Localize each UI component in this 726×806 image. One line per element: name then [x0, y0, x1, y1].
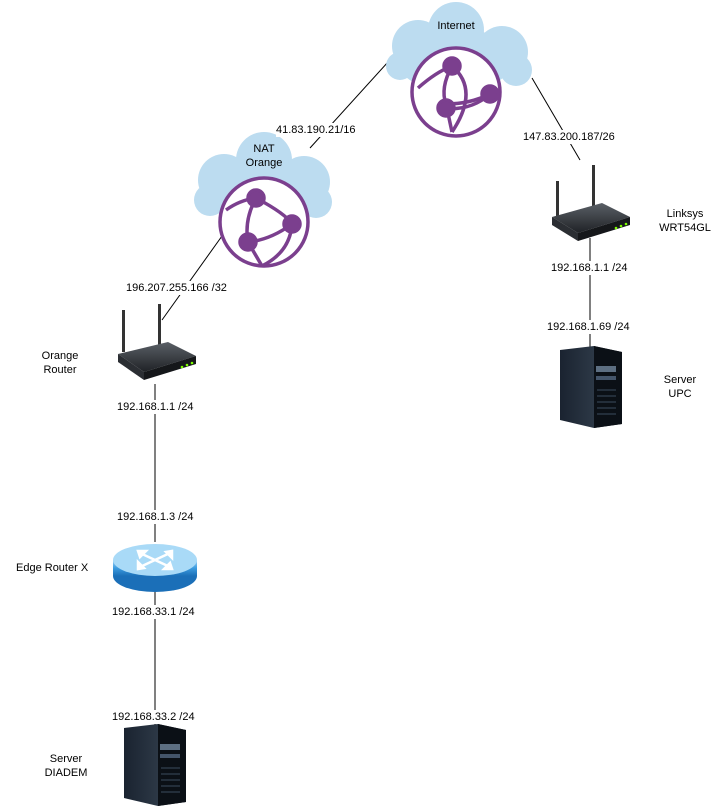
globe-network-icon	[218, 176, 310, 268]
ip-upc: 192.168.1.69 /24	[547, 320, 630, 334]
ip-edge-wan: 192.168.1.3 /24	[117, 510, 194, 524]
ip-nat-internet: 41.83.190.21/16	[276, 123, 356, 137]
globe-network-icon	[410, 46, 502, 138]
ip-orange-lan: 192.168.1.1 /24	[117, 400, 194, 414]
wireless-router-icon	[118, 304, 196, 380]
linksys-line2: WRT54GL	[659, 222, 711, 234]
link-internet-linksys	[531, 77, 581, 161]
server-upc-label: Server UPC	[650, 373, 710, 401]
server-diadem-label: Server DIADEM	[34, 752, 98, 780]
linksys-label: Linksys WRT54GL	[652, 207, 718, 235]
linksys-line1: Linksys	[666, 208, 704, 220]
edge-router-device	[113, 544, 197, 592]
ip-diadem: 192.168.33.2 /24	[112, 710, 195, 724]
server-upc-line1: Server	[663, 374, 697, 386]
internet-cloud	[386, 2, 532, 138]
internet-label: Internet	[437, 20, 475, 32]
link-nat-orange-router	[161, 235, 223, 321]
edge-router-label: Edge Router X	[16, 561, 89, 575]
ip-internet-linksys: 147.83.200.187/26	[523, 130, 615, 144]
ip-edge-lan: 192.168.33.1 /24	[112, 605, 195, 619]
server-tower-icon	[560, 346, 622, 428]
router-icon	[113, 544, 197, 592]
ip-nat-orange-router: 196.207.255.166 /32	[126, 281, 227, 295]
orange-router-device	[118, 304, 196, 380]
server-diadem-line1: Server	[49, 753, 83, 765]
server-upc-device	[560, 346, 622, 428]
nat-orange-label: NAT Orange	[234, 142, 294, 170]
nat-label-line2: Orange	[245, 157, 283, 169]
nat-orange-cloud	[194, 132, 332, 268]
orange-router-line1: Orange	[41, 350, 79, 362]
orange-router-label: Orange Router	[30, 349, 90, 377]
orange-router-line2: Router	[43, 364, 77, 376]
server-diadem-line2: DIADEM	[44, 767, 88, 779]
nat-label-line1: NAT	[253, 143, 275, 155]
wireless-router-icon	[552, 165, 630, 241]
server-tower-icon	[124, 724, 186, 806]
server-upc-line2: UPC	[668, 388, 692, 400]
linksys-router-device	[552, 165, 630, 241]
server-diadem-device	[124, 724, 186, 806]
ip-linksys-lan: 192.168.1.1 /24	[551, 261, 628, 275]
